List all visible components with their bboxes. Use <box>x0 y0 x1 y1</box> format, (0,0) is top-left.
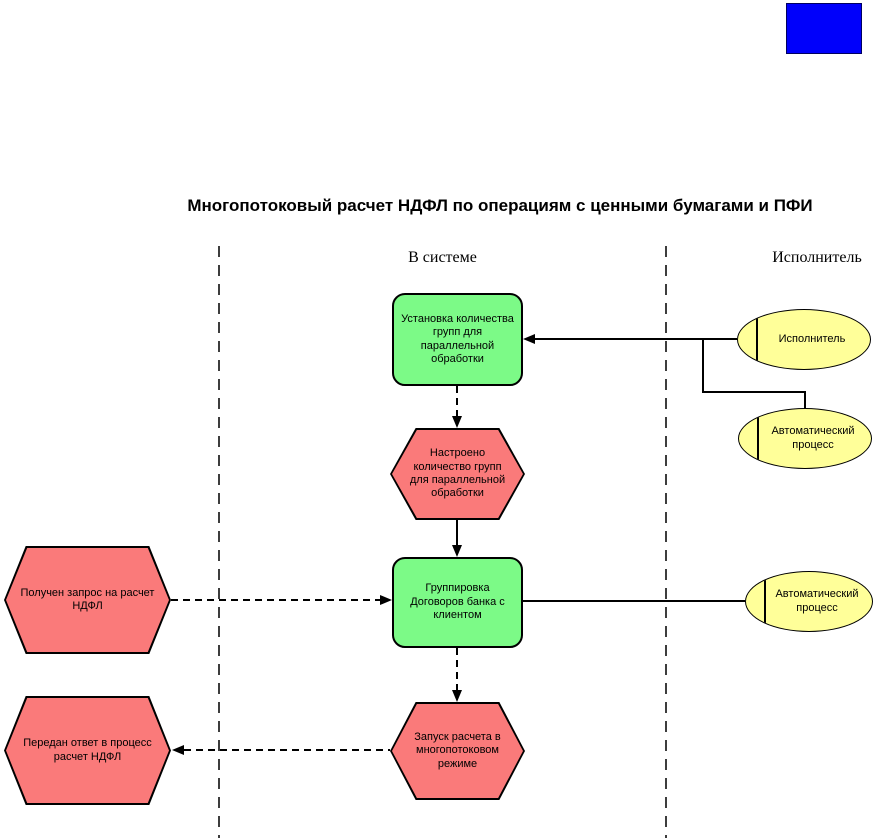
hexagon-fill <box>392 430 523 518</box>
connector-branch-drop <box>804 391 806 409</box>
function-set-groups-label: Установка количества групп для параллель… <box>401 312 514 365</box>
role-auto-process-mid-label: Автоматический процесс <box>775 588 859 614</box>
connector-event2-response <box>184 749 390 751</box>
lane-label-executor: Исполнитель <box>772 249 862 266</box>
role-divider-line <box>764 572 766 631</box>
connector-executor-func1 <box>535 338 737 340</box>
arrowhead-left-icon <box>172 745 184 755</box>
hexagon-fill <box>392 704 523 798</box>
event-request-received-label: Получен запрос на расчет НДФЛ <box>20 586 155 612</box>
role-executor[interactable]: Исполнитель <box>737 309 871 370</box>
connector-func2-autoprocess <box>523 600 745 602</box>
lane-label-system: В системе <box>408 249 477 266</box>
arrowhead-down-icon <box>452 545 462 557</box>
arrowhead-right-icon <box>380 595 392 605</box>
role-auto-process-mid[interactable]: Автоматический процесс <box>745 571 873 632</box>
connector-branch-vertical <box>702 338 704 393</box>
connector-branch-horizontal <box>702 391 806 393</box>
event-response-sent[interactable]: Передан ответ в процесс расчет НДФЛ <box>4 696 171 805</box>
event-calc-started-label: Запуск расчета в многопотоковом режиме <box>414 730 501 770</box>
arrowhead-down-icon <box>452 416 462 428</box>
function-set-groups[interactable]: Установка количества групп для параллель… <box>392 293 523 386</box>
connector-request-func2 <box>171 599 381 601</box>
event-calc-started[interactable]: Запуск расчета в многопотоковом режиме <box>390 702 525 800</box>
event-response-sent-label: Передан ответ в процесс расчет НДФЛ <box>23 737 152 763</box>
function-grouping-label: Группировка Договоров банка с клиентом <box>410 582 505 622</box>
role-executor-label: Исполнитель <box>778 332 846 345</box>
legend-color-box <box>786 3 862 54</box>
diagram-title: Многопотоковый расчет НДФЛ по операциям … <box>187 196 813 215</box>
role-auto-process-top-label: Автоматический процесс <box>771 425 855 451</box>
arrowhead-down-icon <box>452 690 462 702</box>
event-request-received[interactable]: Получен запрос на расчет НДФЛ <box>4 546 171 654</box>
connector-event1-func2 <box>456 520 458 546</box>
function-grouping[interactable]: Группировка Договоров банка с клиентом <box>392 557 523 648</box>
lane-divider-left <box>218 246 220 838</box>
connector-func1-event1 <box>456 386 458 418</box>
role-divider-line <box>757 409 759 468</box>
role-divider-line <box>756 310 758 369</box>
lane-divider-right <box>665 246 667 838</box>
hexagon-fill <box>6 698 169 803</box>
event-groups-configured-label: Настроено количество групп для параллель… <box>409 447 506 500</box>
hexagon-fill <box>6 548 169 652</box>
role-auto-process-top[interactable]: Автоматический процесс <box>738 408 872 469</box>
connector-func2-event2 <box>456 648 458 690</box>
event-groups-configured[interactable]: Настроено количество групп для параллель… <box>390 428 525 520</box>
arrowhead-left-icon <box>523 334 535 344</box>
